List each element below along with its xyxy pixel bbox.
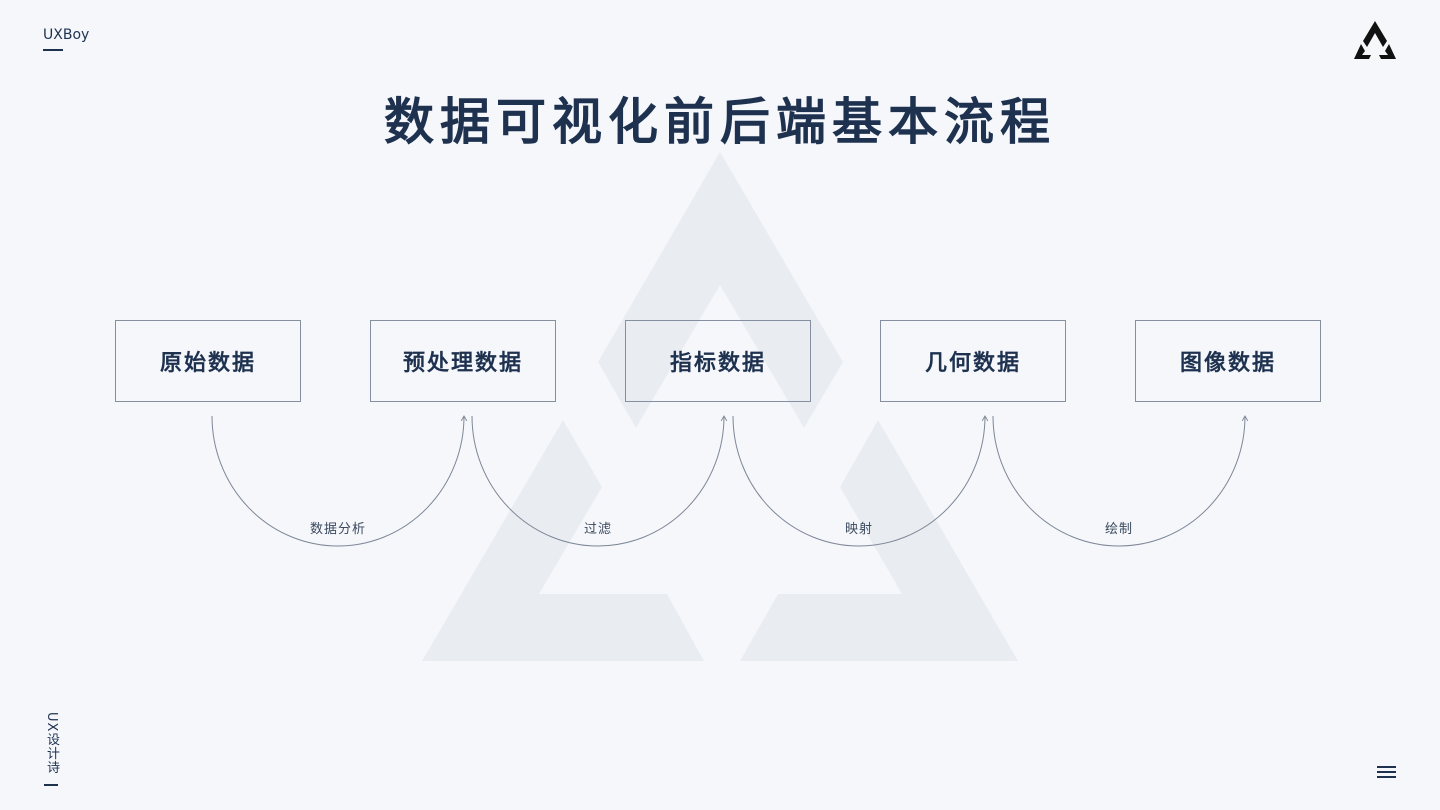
node-metric-data: 指标数据 [625, 320, 811, 402]
node-preprocessed-data: 预处理数据 [370, 320, 556, 402]
node-raw-data: 原始数据 [115, 320, 301, 402]
edge-label-analysis: 数据分析 [309, 522, 366, 537]
node-geometry-data: 几何数据 [880, 320, 1066, 402]
edge-label-render: 绘制 [1104, 522, 1133, 537]
page-title: 数据可视化前后端基本流程 [384, 93, 1056, 151]
menu-icon[interactable] [1377, 766, 1396, 779]
edge-label-filter: 过滤 [583, 522, 612, 537]
brand-underline [43, 49, 63, 51]
node-image-data: 图像数据 [1135, 320, 1321, 402]
side-underline [44, 784, 58, 786]
brand-name: UXBoy [43, 27, 90, 43]
edge-label-mapping: 映射 [844, 522, 873, 537]
side-caption: UX设计诗 [44, 712, 59, 775]
triangle-logo-icon [1354, 21, 1396, 59]
